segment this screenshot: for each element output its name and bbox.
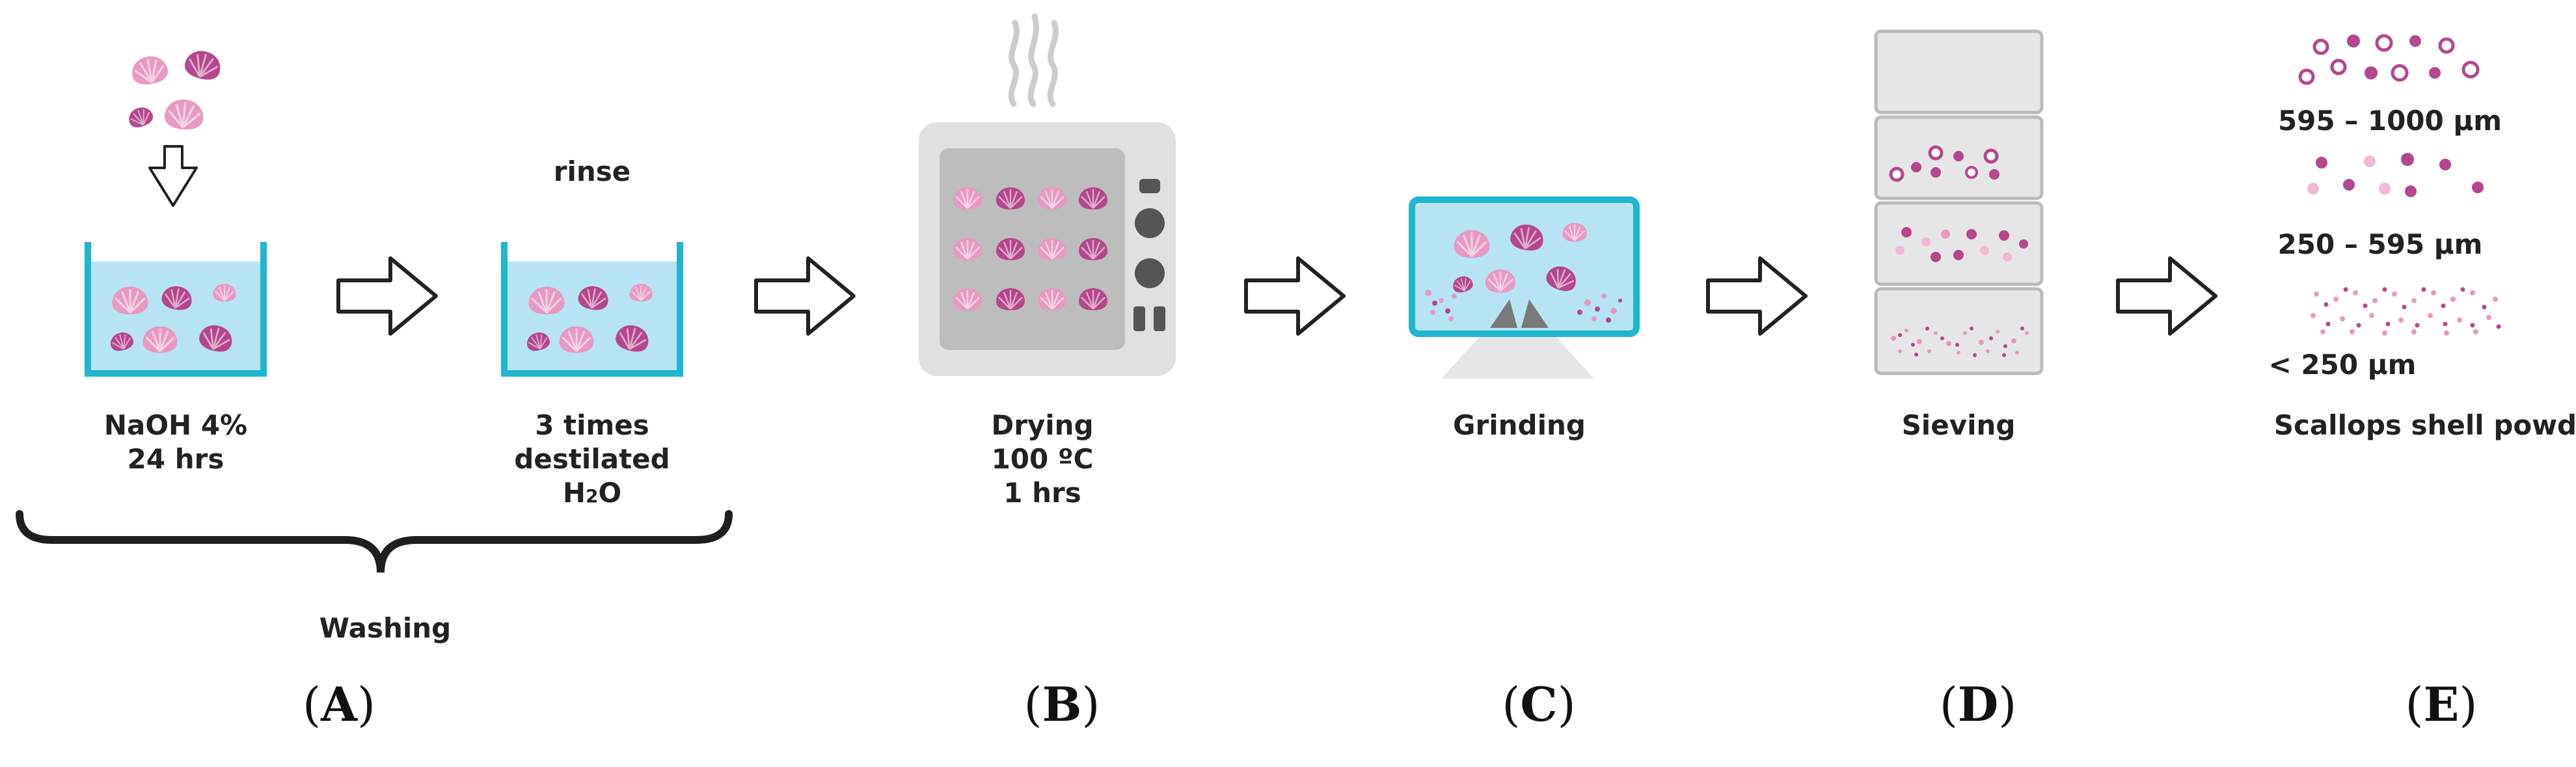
fraction-fine [2311,287,2501,336]
arrow-icon [338,258,436,334]
sieving-label: Sieving [1901,409,2016,441]
drying-label: Drying 100 ºC 1 hrs [991,409,1093,510]
naoh-label: NaOH 4% 24 hrs [104,409,247,476]
washing-brace [16,510,733,573]
naoh-concentration: NaOH 4% [103,409,248,441]
incoming-shells [125,46,225,133]
drying-temperature: 100 ºC [991,443,1094,475]
grinding-label: Grinding [1453,409,1586,441]
size-fine-label: < 250 µm [2268,349,2417,381]
drying-title: Drying [991,409,1094,441]
arrow-icon [756,258,854,334]
rinse-label: 3 times destilated H2O [514,409,670,513]
size-medium-label: 250 – 595 µm [2277,228,2483,260]
rinse-times: 3 times [535,409,649,441]
fraction-medium [2307,153,2484,197]
sieve-stack [1874,29,2044,375]
naoh-duration: 24 hrs [127,443,224,475]
powder-title: Scallops shell powder [2273,409,2576,441]
panel-label-d: (D) [1939,677,2017,732]
naoh-tank [85,242,267,377]
panel-label-b: (B) [1024,677,1100,732]
panel-label-a: (A) [302,677,376,732]
fraction-coarse [2298,34,2480,85]
washing-label: Washing [319,612,452,644]
panel-label-c: (C) [1502,677,1576,732]
rinse-title: rinse [553,155,631,187]
arrow-icon [1246,258,1344,334]
drying-oven [919,122,1176,376]
panel-label-e: (E) [2405,677,2478,732]
down-arrow-icon [148,145,198,207]
rinse-formula: H2O [562,477,622,509]
steam-icon [1008,13,1059,107]
size-coarse-label: 595 – 1000 µm [2277,105,2502,137]
arrow-icon [1708,258,1806,334]
rinse-water-type: destilated [514,443,670,475]
grinder [1409,196,1640,379]
rinse-tank [501,242,683,377]
drying-duration: 1 hrs [1003,477,1081,509]
arrow-icon [2118,258,2216,334]
